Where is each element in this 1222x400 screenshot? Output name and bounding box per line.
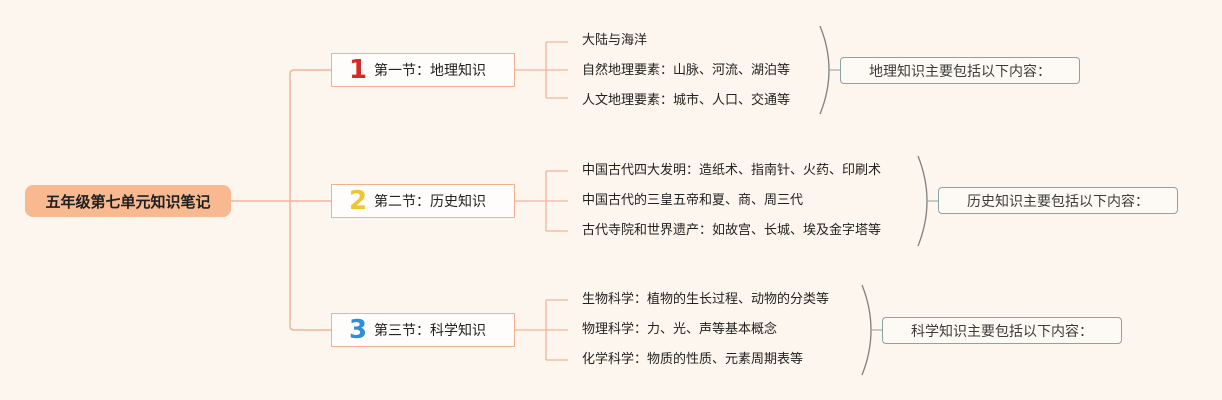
section-3-leaf-connector — [515, 299, 568, 361]
section-1-node[interactable]: 1 第一节：地理知识 — [331, 53, 515, 87]
section-3-item-2[interactable]: 物理科学：力、光、声等基本概念 — [582, 322, 778, 337]
section-3-connector — [289, 325, 331, 331]
section-2-number: 2 — [348, 186, 368, 216]
section-1-leaf-connector — [515, 41, 568, 99]
section-2-node[interactable]: 2 第二节：历史知识 — [331, 184, 515, 218]
section-2-title: 第二节：历史知识 — [374, 194, 486, 210]
section-3-item-1[interactable]: 生物科学：植物的生长过程、动物的分类等 — [582, 292, 830, 307]
section-3-item-3[interactable]: 化学科学：物质的性质、元素周期表等 — [582, 352, 804, 367]
section-1-item-2[interactable]: 自然地理要素：山脉、河流、湖泊等 — [582, 63, 791, 78]
section-1-item-1[interactable]: 大陆与海洋 — [582, 33, 648, 48]
section-3-node[interactable]: 3 第三节：科学知识 — [331, 313, 515, 347]
section-3-title: 第三节：科学知识 — [374, 323, 486, 339]
section-2-leaf-connector — [515, 170, 568, 232]
section-2-item-2[interactable]: 中国古代的三皇五帝和夏、商、周三代 — [582, 193, 804, 208]
section-3-summary[interactable]: 科学知识主要包括以下内容： — [882, 317, 1122, 344]
section-3-bracket — [861, 284, 872, 376]
root-node[interactable]: 五年级第七单元知识笔记 — [25, 185, 231, 217]
section-1-number: 1 — [348, 55, 368, 85]
section-2-bracket — [917, 155, 928, 247]
section-1-bracket — [819, 25, 830, 115]
section-1-connector — [289, 69, 331, 75]
section-1-summary[interactable]: 地理知识主要包括以下内容： — [840, 57, 1080, 84]
section-2-item-3[interactable]: 古代寺院和世界遗产：如故宫、长城、埃及金字塔等 — [582, 223, 882, 238]
section-1-title: 第一节：地理知识 — [374, 63, 486, 79]
section-2-item-1[interactable]: 中国古代四大发明：造纸术、指南针、火药、印刷术 — [582, 163, 882, 178]
section-1-item-3[interactable]: 人文地理要素：城市、人口、交通等 — [582, 93, 791, 108]
section-2-summary[interactable]: 历史知识主要包括以下内容： — [938, 187, 1178, 214]
section-3-number: 3 — [348, 315, 368, 345]
